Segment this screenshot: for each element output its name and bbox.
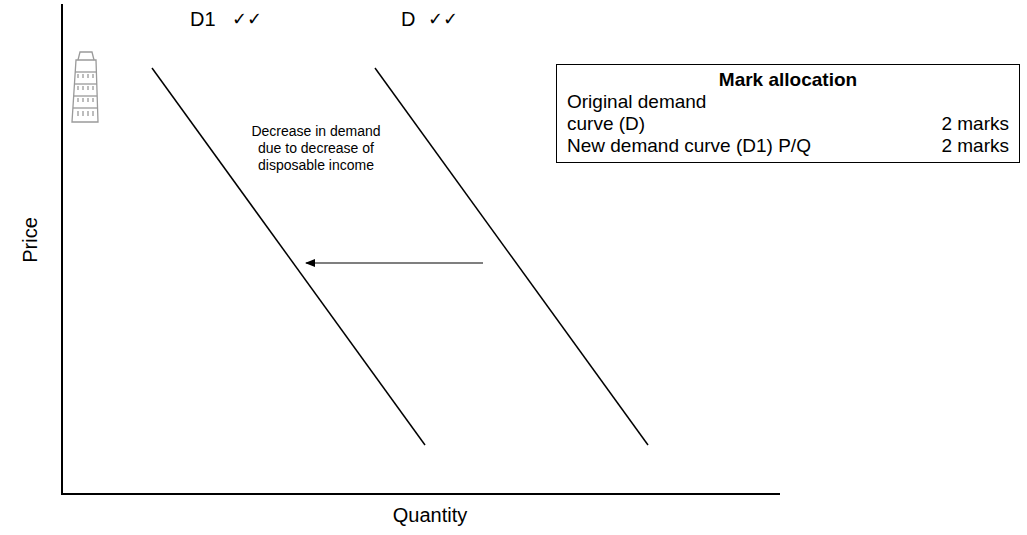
allocation-marks: 2 marks <box>941 113 1009 135</box>
axis-label: Quantity <box>393 504 467 526</box>
check-marks: ✓✓ <box>428 10 458 30</box>
allocation-row: Original demand curve (D) 2 marks <box>567 91 1009 135</box>
check-marks: ✓✓ <box>232 10 262 30</box>
axis-label: Price <box>19 217 41 263</box>
allocation-item: New demand curve (D1) P/Q <box>567 135 812 157</box>
quantity-axis <box>61 493 780 495</box>
shift-arrow <box>306 262 483 263</box>
shift-note: Decrease in demand due to decrease of di… <box>250 123 382 173</box>
tower-icon <box>72 52 98 122</box>
allocation-row: New demand curve (D1) P/Q 2 marks <box>567 135 1009 157</box>
demand-curve-d1 <box>152 68 425 445</box>
curve-label: D1 <box>190 8 216 30</box>
allocation-item: Original demand curve (D) <box>567 91 747 135</box>
mark-allocation-box: Mark allocationOriginal demand curve (D)… <box>556 64 1020 163</box>
box-heading: Mark allocation <box>567 69 1009 91</box>
price-axis <box>61 4 63 494</box>
allocation-marks: 2 marks <box>941 135 1009 157</box>
curve-label: D <box>401 8 415 30</box>
